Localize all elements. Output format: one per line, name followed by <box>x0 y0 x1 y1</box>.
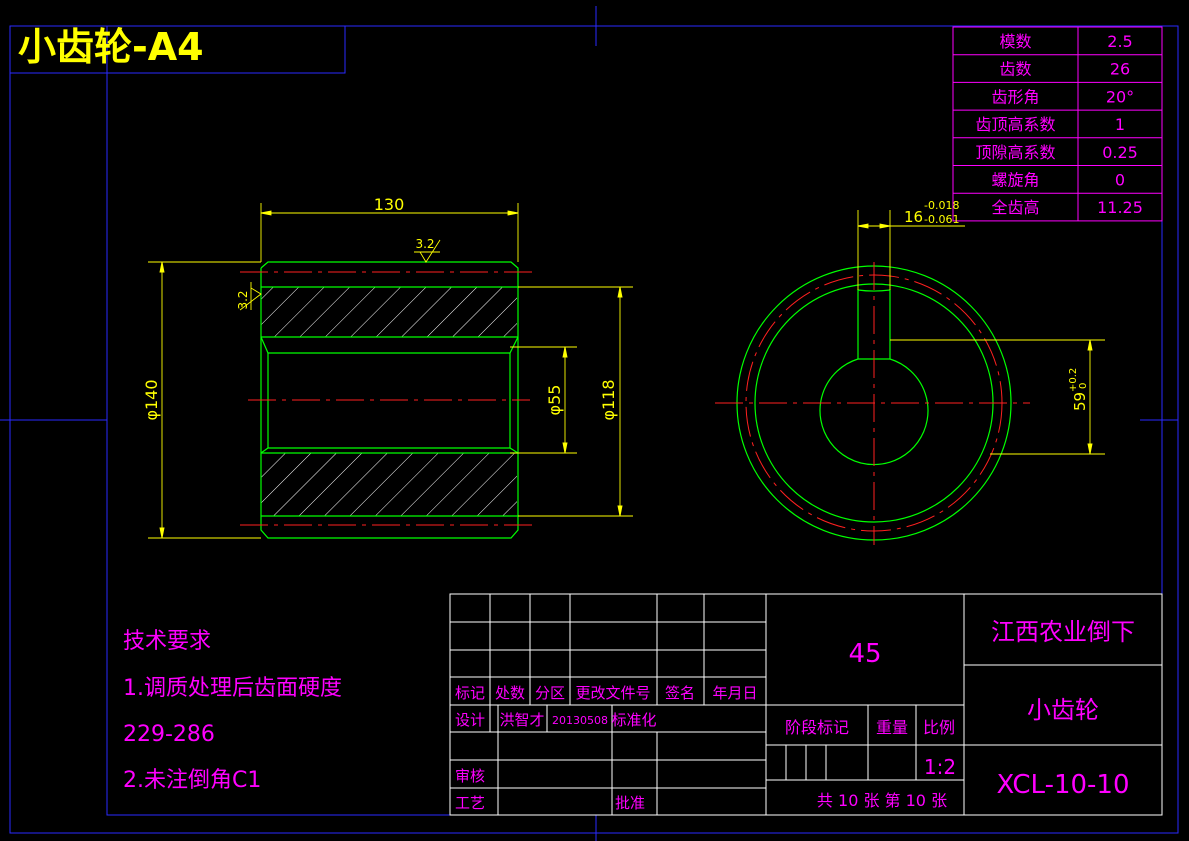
end-view: 16 -0.018 -0.061 59 +0.2 0 <box>715 199 1105 545</box>
param-name: 模数 <box>999 32 1031 51</box>
organization-name: 江西农业倒下 <box>991 618 1135 646</box>
part-name: 小齿轮 <box>1027 696 1099 724</box>
process-label: 工艺 <box>455 794 485 812</box>
header-zone: 分区 <box>535 684 565 702</box>
param-value: 11.25 <box>1097 198 1143 217</box>
section-view: 130 3.2 3.2 φ140 φ55 φ118 <box>142 195 633 539</box>
dim-hub-diameter: φ118 <box>599 379 618 420</box>
param-value: 0.25 <box>1102 143 1138 162</box>
standardization-label: 标准化 <box>611 711 656 729</box>
hatch-lower <box>261 453 517 516</box>
param-name: 齿形角 <box>991 87 1039 106</box>
header-date: 年月日 <box>712 684 757 702</box>
param-value: 0 <box>1115 171 1125 190</box>
header-mark: 标记 <box>455 684 485 702</box>
dim-length: 130 <box>374 195 405 214</box>
param-name: 齿顶高系数 <box>975 115 1055 134</box>
weight-label: 重量 <box>876 718 908 737</box>
dim-inner-diameter: φ55 <box>545 385 564 416</box>
dim-outer-diameter: φ140 <box>142 379 161 420</box>
dim-roughness-side: 3.2 <box>236 290 250 309</box>
dim-keyway-tol-lower: -0.061 <box>924 213 959 226</box>
drawing-title: 小齿轮-A4 <box>18 25 204 69</box>
header-signature: 签名 <box>665 684 695 702</box>
dim-keyway-depth-tol-upper: +0.2 <box>1068 368 1079 392</box>
tech-line-2: 229-286 <box>123 722 215 747</box>
hatch-upper <box>261 287 517 337</box>
tech-heading: 技术要求 <box>123 629 211 654</box>
design-date: 20130508 <box>552 714 608 727</box>
stage-label: 阶段标记 <box>785 718 849 737</box>
param-value: 20° <box>1106 87 1134 106</box>
title-block: 45 江西农业倒下 小齿轮 XCL-10-10 标记 处数 分区 更改文件号 签… <box>449 593 1163 816</box>
param-name: 全齿高 <box>991 198 1039 217</box>
dim-keyway-depth: 59 <box>1071 392 1089 411</box>
dim-keyway-depth-tol-lower: 0 <box>1078 383 1089 389</box>
material-value: 45 <box>848 639 881 669</box>
param-table-border <box>952 26 1163 222</box>
param-name: 顶隙高系数 <box>975 143 1055 162</box>
gear-parameter-table: 模数 2.5 齿数 26 齿形角 20° 齿顶高系数 1 顶隙高系数 0.25 螺旋角 0 全齿高 11.… <box>952 26 1163 222</box>
dim-keyway-width: 16 <box>904 208 923 226</box>
designer-name: 洪智才 <box>499 711 544 729</box>
scale-value: 1:2 <box>924 755 956 779</box>
sheet-count: 共 10 张 第 10 张 <box>817 791 947 810</box>
header-change-doc: 更改文件号 <box>575 684 650 702</box>
param-name: 齿数 <box>999 60 1031 79</box>
approve-label: 批准 <box>615 794 645 812</box>
tech-line-1: 1.调质处理后齿面硬度 <box>123 676 342 701</box>
tech-requirements: 技术要求 1.调质处理后齿面硬度 229-286 2.未注倒角C1 <box>123 629 342 793</box>
drawing-number: XCL-10-10 <box>996 770 1129 800</box>
param-value: 26 <box>1110 60 1130 79</box>
header-count: 处数 <box>495 684 525 702</box>
design-label: 设计 <box>455 711 485 729</box>
scale-label: 比例 <box>923 718 955 737</box>
dim-roughness-top: 3.2 <box>415 237 434 251</box>
review-label: 审核 <box>455 767 485 785</box>
tech-line-3: 2.未注倒角C1 <box>123 768 261 793</box>
param-name: 螺旋角 <box>991 171 1039 190</box>
param-value: 1 <box>1115 115 1125 134</box>
dim-keyway-tol-upper: -0.018 <box>924 199 959 212</box>
param-value: 2.5 <box>1107 32 1132 51</box>
